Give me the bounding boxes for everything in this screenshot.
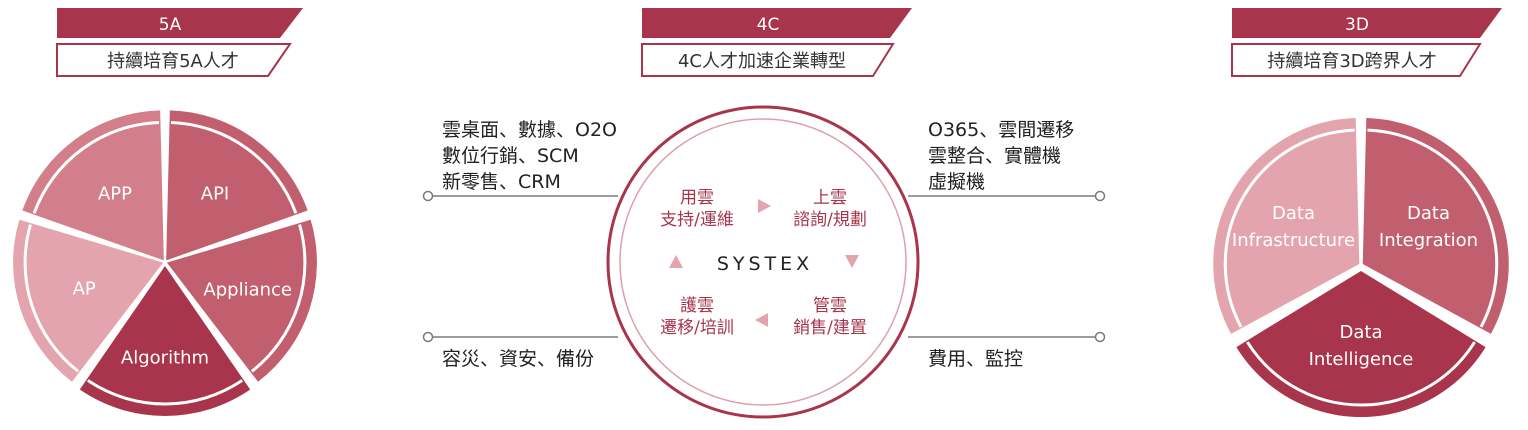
callout-top-left-line-3: 新零售、CRM [442,171,561,193]
tag-3d-banner [1232,8,1502,38]
tag-5a-banner [57,8,303,38]
pie-wedge-app [22,110,164,261]
quadrant-top-right-line-2: 諮詢/規劃 [793,210,867,230]
pie-label-appliance: Appliance [203,279,292,300]
pie-label-integration-line-1: Data [1407,203,1450,224]
pie-ring-line-appliance [250,224,307,373]
inner-ring-4c [619,118,907,406]
callout-bottom-left-line-1: 容災、資安、備份 [442,348,594,370]
pie-wedge-algorithm [79,266,251,417]
callout-top-right-line-3: 虛擬機 [928,171,985,193]
quadrant-bottom-left-line-2: 遷移/培訓 [660,318,734,338]
systex-logo: SYSTEX [717,253,813,275]
quadrant-top-right-line-1: 上雲 [813,188,847,208]
quadrant-bottom-left-line-1: 護雲 [680,296,714,316]
pie-ring-line-integration [1367,128,1499,328]
pie-ring-line-api [170,120,298,214]
pie-label-infrastructure-line-2: Infrastructure [1232,230,1355,251]
callout-top-left: 雲桌面、數據、O2O 數位行銷、SCM 新零售、CRM [442,119,617,193]
pie-ring-line-app [32,120,160,214]
pie-label-integration-line-2: Integration [1379,230,1478,251]
subtitle-4c-box [641,43,895,77]
subtitle-4c-text: 4C人才加速企業轉型 [678,51,846,72]
callout-top-right-line-2: 雲整合、實體機 [928,145,1061,167]
quadrant-top-left-line-2: 支持/運維 [660,210,734,230]
cycle-arrows [669,199,859,327]
callout-top-right: O365、雲間遷移 雲整合、實體機 虛擬機 [928,119,1074,193]
pie-wedge-api [166,110,308,261]
tag-5a-label: 5A [159,15,182,35]
callout-top-left-line-1: 雲桌面、數據、O2O [442,119,617,141]
connector-bottom-left-dot [422,331,434,343]
pie-wedge-infrastructure [1213,118,1360,334]
connector-bottom-right-dot [1094,331,1106,343]
tag-4c-label: 4C [757,15,780,35]
tag-3d-label: 3D [1345,15,1369,35]
pie-wedge-integration [1362,118,1509,334]
subtitle-5a-box [56,43,292,77]
pie-segment-ap: AP [13,219,164,382]
pie-ring-line-algorithm [86,379,244,406]
pie-wedge-intelligence [1236,271,1486,418]
pie-label-app: APP [98,184,132,205]
subtitle-3d-text: 持續培育3D跨界人才 [1267,51,1436,72]
connector-top-left-dot [422,190,434,202]
arrow-right-icon [758,199,771,213]
arrow-down-icon [845,255,859,268]
callout-top-right-line-1: O365、雲間遷移 [928,119,1074,141]
section-4c: 4C 4C人才加速企業轉型 雲桌面、數據、O2O 數位行銷、SCM 新零售、CR… [422,8,1106,419]
pie-label-intelligence-line-1: Data [1340,322,1383,343]
pie-ring-line-infrastructure [1223,128,1355,328]
tag-4c-banner [642,8,912,38]
connector-top-right-dot [1094,190,1106,202]
quadrant-top-left-line-1: 用雲 [680,188,714,208]
pie-ring-line-ap [23,224,80,373]
pie-label-infrastructure-line-1: Data [1272,203,1315,224]
pie-segment-app: APP [22,110,164,261]
arrow-left-icon [755,313,768,327]
pie-segment-api: API [166,110,308,261]
pie-segment-appliance: Appliance [166,219,317,382]
pie-segment-algorithm: Algorithm [79,266,251,417]
quadrant-bottom-right-line-2: 銷售/建置 [793,318,867,338]
quadrant-bottom-right-line-1: 管雲 [813,296,847,316]
callout-bottom-right-line-1: 費用、監控 [928,348,1023,370]
quadrant-labels: 用雲 支持/運維 上雲 諮詢/規劃 護雲 遷移/培訓 管雲 銷售/建置 [660,188,867,338]
pie-label-api: API [201,184,229,205]
outer-ring-4c [606,105,920,419]
callout-top-left-line-2: 數位行銷、SCM [442,145,579,167]
subtitle-3d-box [1231,43,1482,77]
connector-lines [422,190,1106,343]
pie-ring-line-intelligence [1246,341,1476,407]
callout-bottom-left: 容災、資安、備份 [442,348,594,370]
callout-bottom-right: 費用、監控 [928,348,1023,370]
pie-label-intelligence-line-2: Intelligence [1309,349,1414,370]
pie-3d: DataInfrastructureDataIntegrationDataInt… [1213,118,1509,418]
arrow-up-icon [669,255,683,268]
pie-label-algorithm: Algorithm [121,348,209,369]
subtitle-5a-text: 持續培育5A人才 [107,51,239,72]
pie-label-ap: AP [73,279,96,300]
section-3d: 3D 持續培育3D跨界人才 DataInfrastructureDataInte… [1213,8,1509,418]
